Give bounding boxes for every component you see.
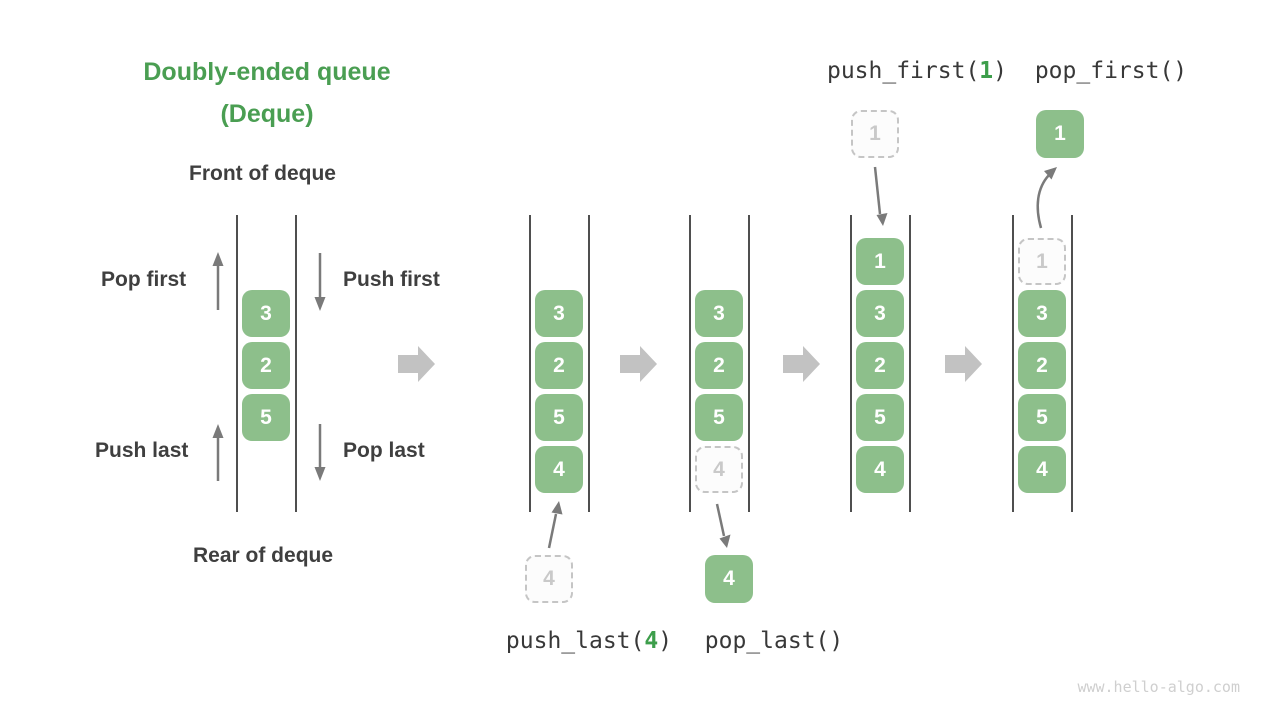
queue-cell-removed: 4 bbox=[695, 446, 743, 493]
queue-after-push-first: 1 3 2 5 4 bbox=[850, 215, 911, 512]
push-last-label: Push last bbox=[95, 439, 189, 462]
queue-cell: 5 bbox=[695, 394, 743, 441]
queue-cell: 2 bbox=[535, 342, 583, 389]
queue-wall bbox=[588, 215, 590, 512]
queue-cell: 4 bbox=[535, 446, 583, 493]
queue-cell: 5 bbox=[856, 394, 904, 441]
queue-wall bbox=[909, 215, 911, 512]
front-of-deque-label: Front of deque bbox=[189, 162, 336, 185]
queue-wall bbox=[1012, 215, 1014, 512]
push-last-call-arg: 4 bbox=[644, 628, 659, 654]
watermark: www.hello-algo.com bbox=[1077, 678, 1240, 696]
queue-cell: 4 bbox=[856, 446, 904, 493]
pop-last-remove-arrow-icon bbox=[715, 503, 731, 548]
queue-cell: 2 bbox=[1018, 342, 1066, 389]
rear-of-deque-label: Rear of deque bbox=[193, 544, 334, 567]
push-last-insert-arrow-icon bbox=[547, 501, 563, 549]
push-first-call-label: push_first(1) bbox=[827, 58, 1007, 84]
queue-cell: 2 bbox=[695, 342, 743, 389]
push-first-source-cell: 1 bbox=[851, 110, 899, 158]
flow-arrow-icon bbox=[620, 346, 657, 382]
queue-cell: 3 bbox=[242, 290, 290, 337]
queue-wall bbox=[850, 215, 852, 512]
pop-last-call-label: pop_last() bbox=[704, 628, 844, 654]
queue-cell: 1 bbox=[856, 238, 904, 285]
push-last-call-label: push_last(4) bbox=[506, 628, 672, 654]
queue-cell: 4 bbox=[1018, 446, 1066, 493]
push-first-call-prefix: push_first( bbox=[826, 58, 980, 84]
push-first-arrow-icon bbox=[314, 253, 326, 311]
queue-wall bbox=[529, 215, 531, 512]
queue-wall bbox=[236, 215, 238, 512]
queue-wall bbox=[689, 215, 691, 512]
pop-first-label: Pop first bbox=[101, 268, 187, 291]
queue-cell: 2 bbox=[856, 342, 904, 389]
title-line-2: (Deque) bbox=[220, 100, 314, 128]
queue-cell: 2 bbox=[242, 342, 290, 389]
title-line-1: Doubly-ended queue bbox=[143, 58, 391, 86]
queue-cell: 5 bbox=[1018, 394, 1066, 441]
push-first-call-suffix: ) bbox=[993, 58, 1008, 84]
pop-first-arrow-icon bbox=[212, 252, 224, 310]
queue-during-pop-first: 1 3 2 5 4 bbox=[1012, 215, 1073, 512]
pop-last-result-cell: 4 bbox=[705, 555, 753, 603]
push-last-source-cell: 4 bbox=[525, 555, 573, 603]
queue-wall bbox=[295, 215, 297, 512]
pop-first-remove-arrow-icon bbox=[1036, 167, 1057, 229]
queue-wall bbox=[1071, 215, 1073, 512]
queue-cell: 3 bbox=[695, 290, 743, 337]
queue-cell: 5 bbox=[242, 394, 290, 441]
queue-cell: 3 bbox=[856, 290, 904, 337]
queue-during-pop-last: 3 2 5 4 bbox=[689, 215, 750, 512]
queue-cell-removed: 1 bbox=[1018, 238, 1066, 285]
push-last-arrow-icon bbox=[212, 424, 224, 481]
push-last-call-prefix: push_last( bbox=[505, 628, 645, 654]
pop-first-call-label: pop_first() bbox=[1034, 58, 1188, 84]
queue-cell: 5 bbox=[535, 394, 583, 441]
flow-arrow-icon bbox=[398, 346, 435, 382]
pop-first-result-cell: 1 bbox=[1036, 110, 1084, 158]
push-last-call-suffix: ) bbox=[658, 628, 673, 654]
flow-arrow-icon bbox=[945, 346, 982, 382]
push-first-label: Push first bbox=[343, 268, 440, 291]
push-first-call-arg: 1 bbox=[979, 58, 994, 84]
queue-wall bbox=[748, 215, 750, 512]
push-first-insert-arrow-icon bbox=[873, 166, 888, 226]
pop-last-arrow-icon bbox=[314, 424, 326, 481]
queue-cell: 3 bbox=[535, 290, 583, 337]
flow-arrow-icon bbox=[783, 346, 820, 382]
pop-last-label: Pop last bbox=[343, 439, 425, 462]
queue-after-push-last: 3 2 5 4 bbox=[529, 215, 590, 512]
queue-cell: 3 bbox=[1018, 290, 1066, 337]
queue-legend: 3 2 5 bbox=[236, 215, 297, 512]
diagram-title: Doubly-ended queue (Deque) bbox=[87, 51, 447, 135]
